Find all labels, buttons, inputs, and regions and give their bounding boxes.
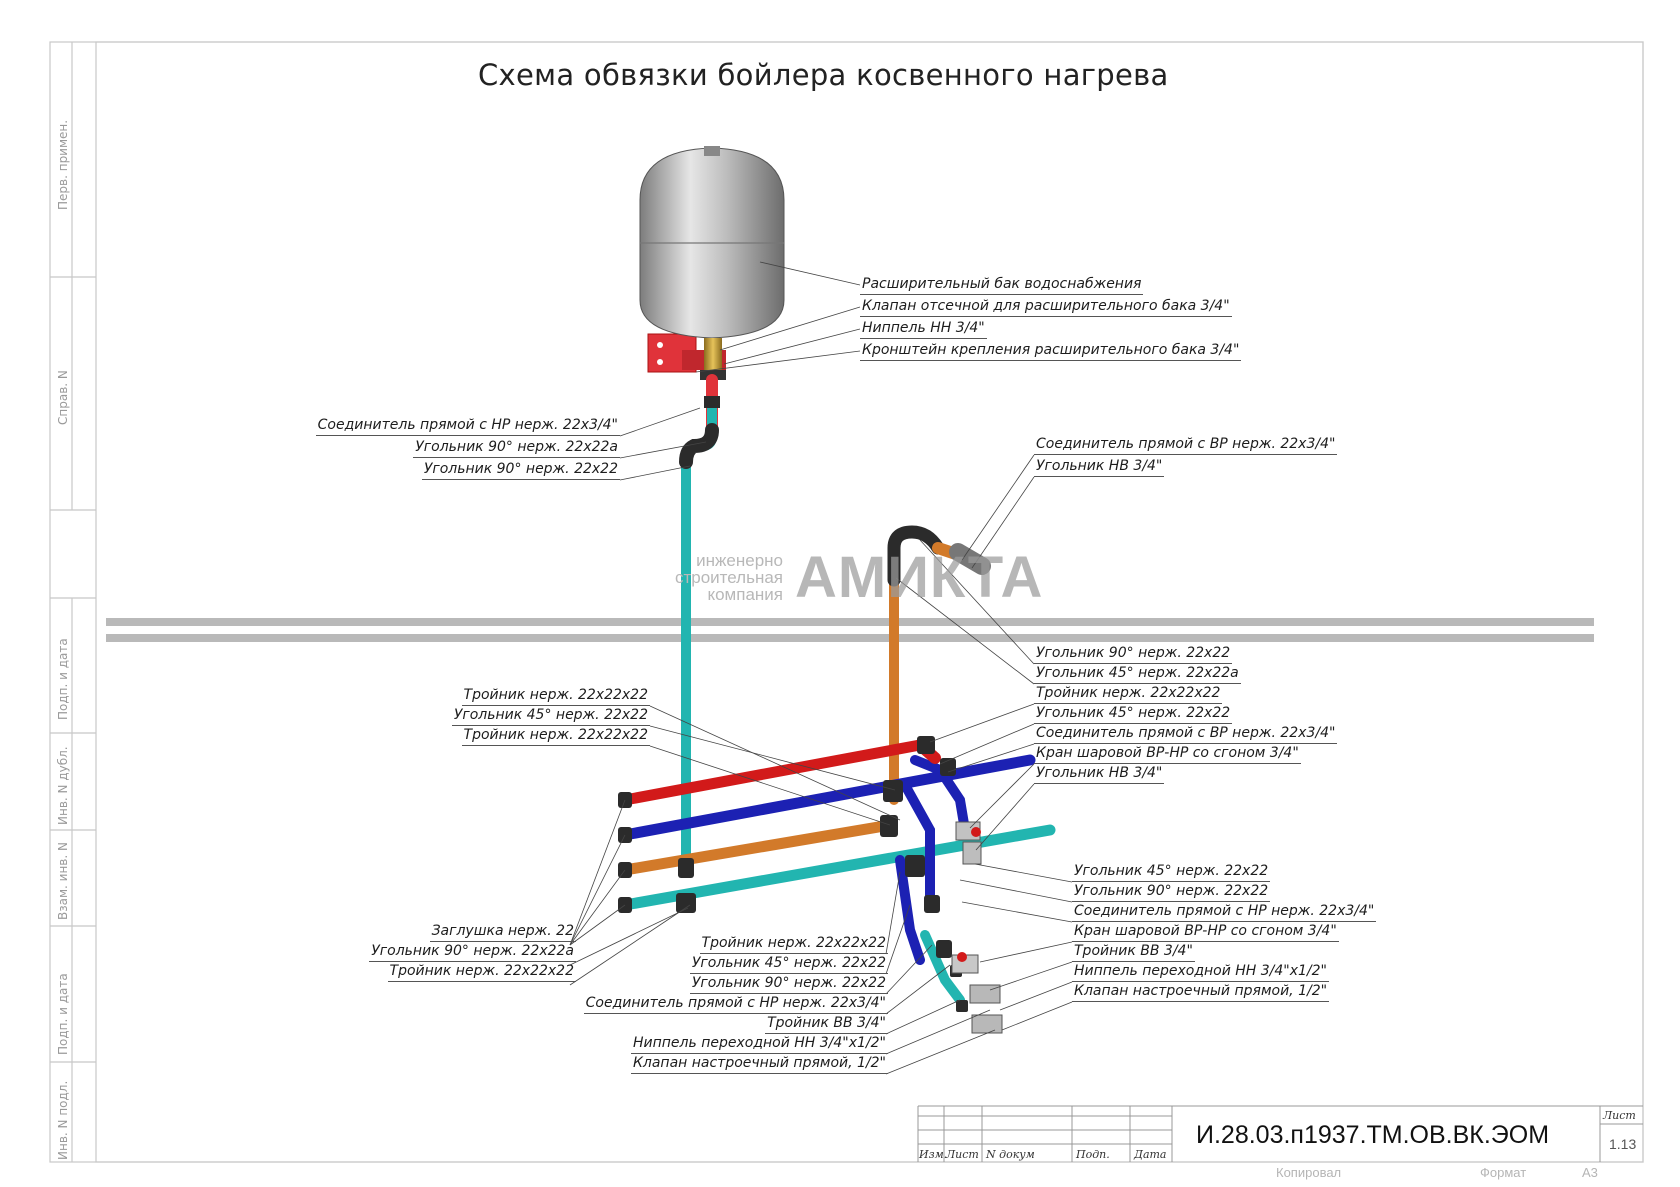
footer-format-value: А3 (1582, 1165, 1598, 1180)
label-left-upper-2: Угольник 90° нерж. 22x22a (413, 439, 620, 458)
label-expansion-tank: Расширительный бак водоснабжения (860, 276, 1144, 295)
pipe-copper-riser (887, 525, 991, 805)
stamp-inv-podl: Инв. N подл. (56, 1080, 70, 1160)
label-center-low-3: Угольник 90° нерж. 22x22 (689, 975, 888, 994)
label-right-low-2: Угольник 90° нерж. 22x22 (1072, 883, 1271, 902)
stamp-perv-primen: Перв. примен. (56, 119, 70, 210)
label-shutoff-valve: Клапан отсечной для расширительного бака… (860, 298, 1232, 317)
label-right-low-7: Клапан настроечный прямой, 1/2" (1072, 983, 1330, 1002)
label-right-low-5: Тройник ВВ 3/4" (1072, 943, 1195, 962)
label-right-mid-6: Кран шаровой ВР-НР со сгоном 3/4" (1034, 745, 1301, 764)
stamp-podp-data-1: Подп. и дата (56, 638, 70, 720)
title-block-grid (917, 1105, 1643, 1162)
document-number: И.28.03.п1937.ТМ.ОВ.ВК.ЭОМ (1196, 1121, 1550, 1149)
col-izm: Изм. (919, 1148, 948, 1161)
label-center-low-4: Соединитель прямой с НР нерж. 22x3/4" (583, 995, 888, 1014)
pipe-expansion-line (679, 374, 720, 865)
watermark-text: инженерно строительная компания (655, 552, 783, 603)
label-left-low-1: Заглушка нерж. 22 (429, 923, 576, 942)
label-right-mid-7: Угольник НВ 3/4" (1034, 765, 1165, 784)
label-center-low-1: Тройник нерж. 22x22x22 (699, 935, 888, 954)
label-center-low-6: Ниппель переходной НН 3/4"x1/2" (631, 1035, 888, 1054)
label-center-low-7: Клапан настроечный прямой, 1/2" (630, 1055, 888, 1074)
watermark-line2: строительная (674, 568, 783, 587)
label-left-low-2: Угольник 90° нерж. 22x22a (369, 943, 576, 962)
label-right-mid-4: Угольник 45° нерж. 22x22 (1034, 705, 1233, 724)
label-center-low-2: Угольник 45° нерж. 22x22 (689, 955, 888, 974)
label-right-low-4: Кран шаровой ВР-НР со сгоном 3/4" (1072, 923, 1339, 942)
col-data: Дата (1134, 1148, 1167, 1161)
stamp-vzam-inv: Взам. инв. N (56, 842, 70, 920)
label-right-low-1: Угольник 45° нерж. 22x22 (1072, 863, 1271, 882)
label-right-upper-2: Угольник НВ 3/4" (1034, 458, 1165, 477)
watermark-brand: АМИКТА (795, 545, 1044, 610)
sheet-frame (49, 41, 1644, 1163)
watermark-bars (106, 618, 1594, 642)
label-right-upper-1: Соединитель прямой с ВР нерж. 22x3/4" (1034, 436, 1338, 455)
col-podp: Подп. (1076, 1148, 1110, 1161)
stamp-inv-dubl: Инв. N дубл. (56, 746, 70, 825)
label-right-mid-5: Соединитель прямой с ВР нерж. 22x3/4" (1034, 725, 1338, 744)
leader-lines (569, 261, 1073, 1075)
label-left-upper-1: Соединитель прямой с НР нерж. 22x3/4" (315, 417, 620, 436)
label-left-mid-1: Тройник нерж. 22x22x22 (461, 687, 650, 706)
label-right-mid-1: Угольник 90° нерж. 22x22 (1034, 645, 1233, 664)
col-n-dokum: N докум (986, 1148, 1035, 1161)
watermark-line1: инженерно (696, 551, 783, 570)
label-left-mid-2: Угольник 45° нерж. 22x22 (451, 707, 650, 726)
label-right-low-3: Соединитель прямой с НР нерж. 22x3/4" (1072, 903, 1377, 922)
diagram-title: Схема обвязки бойлера косвенного нагрева (478, 58, 1169, 92)
footer-format-label: Формат (1480, 1165, 1527, 1180)
label-right-mid-2: Угольник 45° нерж. 22x22a (1034, 665, 1241, 684)
label-tank-bracket: Кронштейн крепления расширительного бака… (860, 342, 1242, 361)
sheet-number: 1.13 (1609, 1136, 1637, 1152)
watermark-line3: компания (707, 585, 783, 604)
label-left-mid-3: Тройник нерж. 22x22x22 (461, 727, 650, 746)
label-right-low-6: Ниппель переходной НН 3/4"x1/2" (1072, 963, 1329, 982)
label-nipple-nn: Ниппель НН 3/4" (860, 320, 987, 339)
label-left-low-3: Тройник нерж. 22x22x22 (387, 963, 576, 982)
expansion-tank (639, 146, 785, 380)
stamp-podp-data-2: Подп. и дата (56, 973, 70, 1055)
label-center-low-5: Тройник ВВ 3/4" (765, 1015, 888, 1034)
label-left-upper-3: Угольник 90° нерж. 22x22 (421, 461, 620, 480)
stamp-sprav-n: Справ. N (56, 370, 70, 425)
sheet-label: Лист (1603, 1109, 1636, 1122)
label-right-mid-3: Тройник нерж. 22x22x22 (1034, 685, 1223, 704)
col-list: Лист (946, 1148, 979, 1161)
footer-copied: Копировал (1276, 1165, 1342, 1180)
